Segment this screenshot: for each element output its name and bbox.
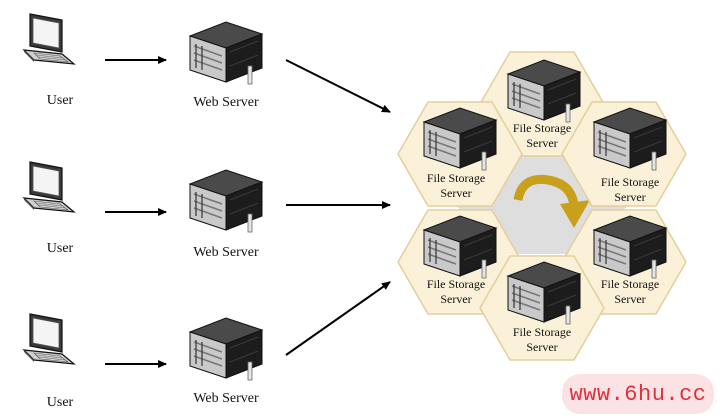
server-icon — [189, 317, 263, 381]
user-node-2: User — [23, 161, 75, 256]
web-server-label: Web Server — [193, 391, 259, 406]
user-label: User — [47, 241, 74, 256]
laptop-icon — [23, 13, 75, 65]
web-server-label: Web Server — [193, 95, 259, 110]
storage-node-upper-right: File Storage Server — [561, 101, 687, 207]
rotate-arrow-icon — [513, 174, 590, 228]
storage-label-line2: Server — [526, 340, 557, 354]
storage-label-line1: File Storage — [513, 121, 571, 135]
storage-label-line2: Server — [614, 190, 645, 204]
storage-label-line1: File Storage — [513, 325, 571, 339]
arrow-web1-to-storage — [285, 59, 391, 113]
storage-node-upper-left: File Storage Server — [397, 101, 523, 207]
web-server-label: Web Server — [193, 245, 259, 260]
server-icon — [189, 169, 263, 233]
user-node-1: User — [23, 13, 75, 108]
user-node-3: User — [23, 313, 75, 410]
web-server-node-3: Web Server — [189, 317, 263, 406]
web-server-node-2: Web Server — [189, 169, 263, 260]
storage-label-line2: Server — [526, 136, 557, 150]
watermark-text: www.6hu.cc — [569, 381, 707, 407]
storage-label-line1: File Storage — [601, 277, 659, 291]
storage-label-line2: Server — [614, 292, 645, 306]
storage-cluster: File Storage Server File Storage Server … — [397, 51, 687, 361]
watermark-badge: www.6hu.cc — [562, 374, 714, 414]
user-label: User — [47, 395, 74, 410]
storage-label-line1: File Storage — [427, 277, 485, 291]
server-icon — [189, 21, 263, 85]
user-label: User — [47, 93, 74, 108]
arrow-web3-to-storage — [285, 281, 391, 356]
storage-label-line2: Server — [440, 186, 471, 200]
storage-node-bottom: File Storage Server — [479, 255, 605, 361]
storage-label-line1: File Storage — [601, 175, 659, 189]
storage-label-line1: File Storage — [427, 171, 485, 185]
laptop-icon — [23, 161, 75, 213]
laptop-icon — [23, 313, 75, 365]
web-server-node-1: Web Server — [189, 21, 263, 110]
storage-label-line2: Server — [440, 292, 471, 306]
